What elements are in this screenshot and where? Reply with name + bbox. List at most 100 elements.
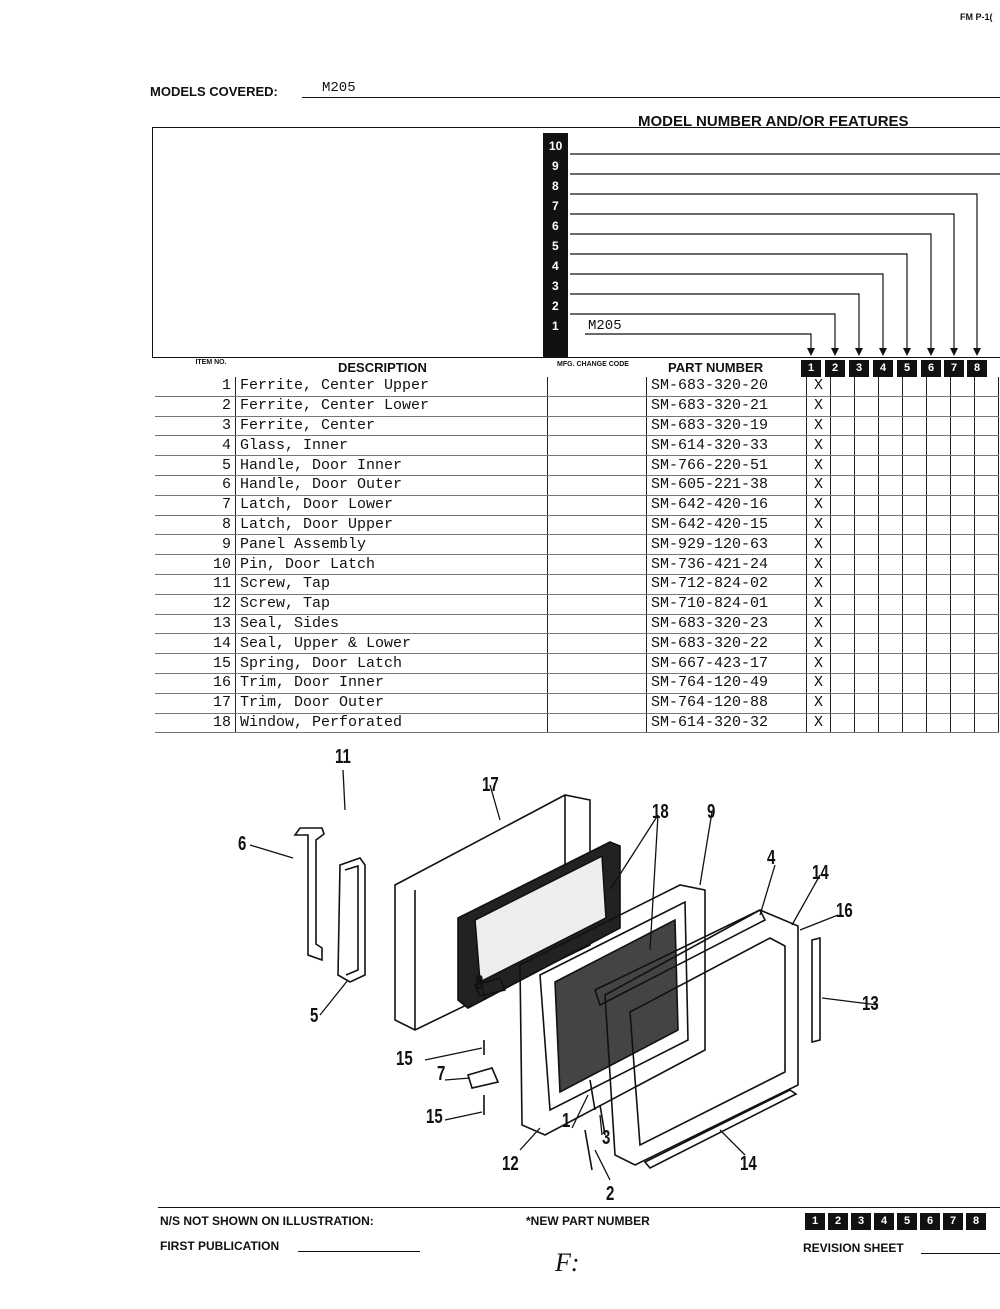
model-row-label: 6 (552, 219, 559, 233)
item-number: 13 (155, 614, 236, 635)
revision-sheet-line (921, 1253, 1000, 1254)
new-part-note: *NEW PART NUMBER (526, 1214, 650, 1228)
mfg-change-code-cell (547, 495, 647, 516)
form-code: FM P-1( (960, 12, 993, 22)
model-6-mark (926, 455, 951, 476)
mfg-change-code-cell (547, 377, 647, 397)
mfg-change-code-cell (547, 633, 647, 655)
callout-8: 8 (475, 972, 484, 994)
model-6-mark (926, 614, 951, 635)
model-3-mark (854, 455, 879, 476)
model-1-mark: X (806, 475, 831, 496)
model-4-mark (878, 594, 903, 615)
model-6-mark (926, 534, 951, 556)
item-number: 12 (155, 594, 236, 615)
part-number-cell: SM-614-320-32 (646, 713, 807, 734)
description-cell: Panel Assembly (235, 534, 548, 556)
callout-1: 1 (562, 1110, 571, 1132)
model-7-mark (950, 673, 975, 694)
model-6-mark (926, 396, 951, 417)
footer-model-col: 4 (874, 1213, 894, 1230)
model-2-mark (830, 475, 855, 496)
model-7-mark (950, 475, 975, 496)
callout-17: 17 (482, 774, 499, 796)
model-8-mark (974, 614, 999, 635)
model-row-label: 9 (552, 159, 559, 173)
part-number-cell: SM-614-320-33 (646, 435, 807, 457)
part-number-cell: SM-712-824-02 (646, 574, 807, 595)
model-6-mark (926, 693, 951, 714)
model-5-mark (902, 693, 927, 714)
model-2-mark (830, 377, 855, 397)
callout-3: 3 (602, 1127, 611, 1149)
item-number: 8 (155, 515, 236, 536)
model-7-mark (950, 455, 975, 476)
model-8-mark (974, 673, 999, 694)
model-4-mark (878, 416, 903, 437)
model-1-mark: X (806, 693, 831, 714)
part-number-cell: SM-683-320-20 (646, 377, 807, 397)
model-4-mark (878, 653, 903, 674)
model-8-mark (974, 416, 999, 437)
model-4-mark (878, 435, 903, 457)
model-1-mark: X (806, 435, 831, 457)
model-3-mark (854, 495, 879, 516)
model-6-mark (926, 673, 951, 694)
part-number-cell: SM-764-120-49 (646, 673, 807, 694)
model-8-mark (974, 713, 999, 734)
model-4-mark (878, 515, 903, 536)
model-8-mark (974, 653, 999, 674)
model-2-mark (830, 633, 855, 655)
part-number-cell: SM-683-320-22 (646, 633, 807, 655)
model-1-mark: X (806, 653, 831, 674)
mfg-change-code-cell (547, 653, 647, 674)
callout-16: 16 (836, 900, 853, 922)
item-number: 15 (155, 653, 236, 674)
model-8-mark (974, 633, 999, 655)
model-5-mark (902, 594, 927, 615)
model-col-header: 5 (897, 360, 917, 377)
model-6-mark (926, 574, 951, 595)
item-number: 16 (155, 673, 236, 694)
model-5-mark (902, 495, 927, 516)
model-5-mark (902, 377, 927, 397)
table-header-rule (152, 357, 1000, 358)
model-index-column (543, 133, 568, 357)
model-box-left-rule (152, 127, 153, 357)
model-3-mark (854, 377, 879, 397)
description-cell: Ferrite, Center (235, 416, 548, 437)
model-1-name: M205 (588, 318, 622, 334)
item-number: 7 (155, 495, 236, 516)
model-3-mark (854, 633, 879, 655)
model-2-mark (830, 495, 855, 516)
model-4-mark (878, 455, 903, 476)
model-2-mark (830, 435, 855, 457)
item-number: 1 (155, 377, 236, 397)
model-8-mark (974, 554, 999, 575)
model-8-mark (974, 693, 999, 714)
mfg-change-code-cell (547, 713, 647, 734)
item-number: 14 (155, 633, 236, 655)
description-cell: Handle, Door Inner (235, 455, 548, 476)
callout-18: 18 (652, 801, 669, 823)
mfg-change-code-cell (547, 554, 647, 575)
model-row-label: 10 (549, 139, 563, 153)
model-6-mark (926, 554, 951, 575)
model-1-mark: X (806, 554, 831, 575)
model-box-top-rule (152, 127, 1000, 128)
mfg-change-code-cell (547, 435, 647, 457)
part-number-cell: SM-667-423-17 (646, 653, 807, 674)
footer-model-col: 8 (966, 1213, 986, 1230)
model-5-mark (902, 475, 927, 496)
description-cell: Seal, Sides (235, 614, 548, 635)
model-8-mark (974, 396, 999, 417)
model-4-mark (878, 377, 903, 397)
model-7-mark (950, 554, 975, 575)
